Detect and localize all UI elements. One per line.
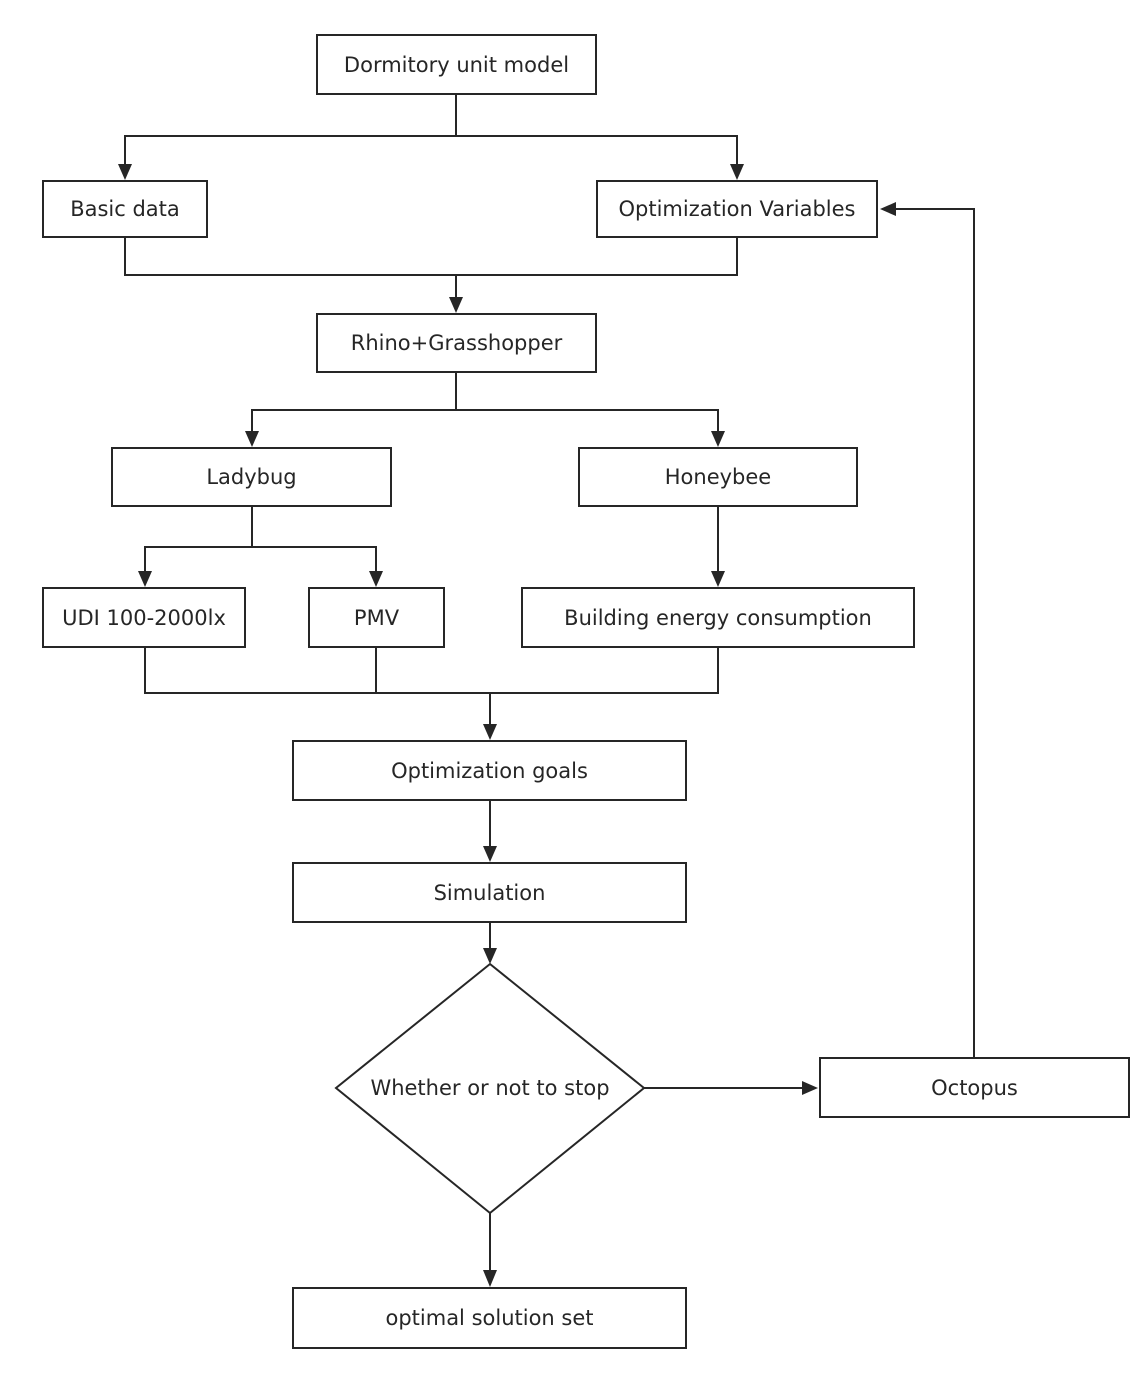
- arrowhead-rhino: [449, 297, 463, 313]
- edge-ladybug-to-udi: [144, 546, 252, 573]
- arrowhead-simulation: [483, 846, 497, 862]
- edge-metrics-merge: [144, 648, 719, 694]
- node-optimization-goals: Optimization goals: [292, 740, 687, 801]
- node-optimal-solution-set: optimal solution set: [292, 1287, 687, 1349]
- arrowhead-optimization-variables: [730, 164, 744, 180]
- arrowhead-ladybug: [245, 431, 259, 447]
- node-building-energy-consumption: Building energy consumption: [521, 587, 915, 648]
- arrowhead-pmv: [369, 571, 383, 587]
- edge-octopus-feedback: [894, 208, 975, 1057]
- node-udi: UDI 100-2000lx: [42, 587, 246, 648]
- edge-ladybug-to-pmv: [252, 546, 377, 573]
- arrowhead-octopus: [802, 1081, 818, 1095]
- arrowhead-decision: [483, 948, 497, 964]
- node-optimization-variables: Optimization Variables: [596, 180, 878, 238]
- node-ladybug: Ladybug: [111, 447, 392, 507]
- node-honeybee: Honeybee: [578, 447, 858, 507]
- edge-dormitory-to-basic-data: [124, 135, 456, 166]
- arrowhead-energy: [711, 571, 725, 587]
- arrowhead-honeybee: [711, 431, 725, 447]
- edge-rhino-to-ladybug: [251, 409, 456, 433]
- node-decision-label: Whether or not to stop: [370, 1076, 610, 1100]
- node-octopus: Octopus: [819, 1057, 1130, 1118]
- edge-rhino-to-honeybee: [456, 409, 719, 433]
- arrowhead-udi: [138, 571, 152, 587]
- arrowhead-optimal: [483, 1270, 497, 1287]
- node-simulation: Simulation: [292, 862, 687, 923]
- arrowhead-feedback: [880, 202, 896, 216]
- node-rhino-grasshopper: Rhino+Grasshopper: [316, 313, 597, 373]
- arrowhead-basic-data: [118, 164, 132, 180]
- edge-dormitory-to-optimization-variables: [456, 135, 738, 166]
- edge-basic-data-merge: [124, 238, 738, 276]
- node-pmv: PMV: [308, 587, 445, 648]
- arrowhead-goals: [483, 724, 497, 740]
- node-basic-data: Basic data: [42, 180, 208, 238]
- node-dormitory-unit-model: Dormitory unit model: [316, 34, 597, 95]
